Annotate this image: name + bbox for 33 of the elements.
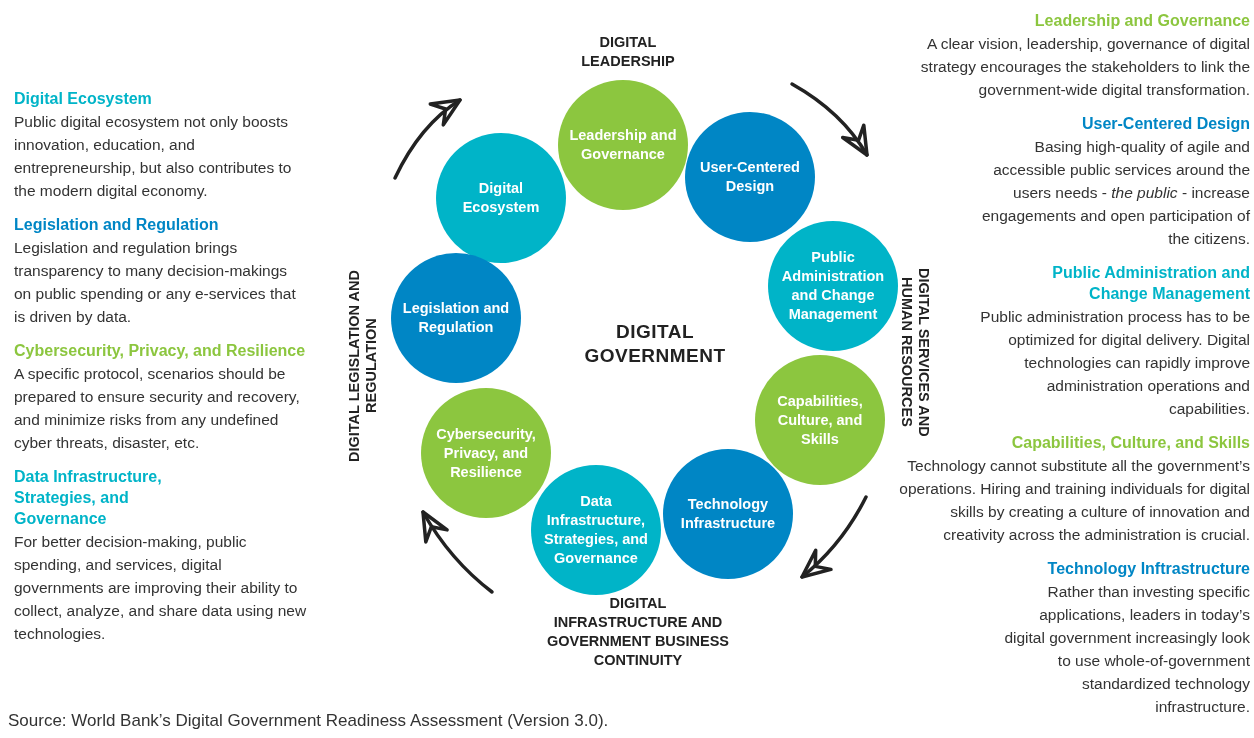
topic-label: Capabilities, Culture, and Skills: [776, 391, 864, 449]
description-text: Technology cannot substitute all the government’s operations. Hiring and training individuals for digital skills by creating a culture of innovation and creativity across the administration is crucial.: [898, 456, 1250, 545]
topic-label: Legislation and Regulation: [401, 299, 511, 337]
description-text: Basing high-quality of agile and accessible public services around the users needs - the public - increase engagements and open participation of the citizens.: [981, 137, 1250, 249]
section-heading: Cybersecurity, Privacy, and Resilience: [14, 341, 306, 361]
description-text: Public administration process has to be optimized for digital delivery. Digital technologies can rapidly improve administration operations and capabilities.: [979, 307, 1250, 419]
topic-label: Leadership and Governance: [568, 126, 678, 164]
description-text: A clear vision, leadership, governance of digital strategy encourages the stakeholders to link the government-wide digital transformation.: [919, 34, 1250, 100]
domain-label: DIGITAL SERVICES AND HUMAN RESOURCES: [898, 266, 932, 439]
topic-label: Data Infrastructure, Strategies, and Governance: [543, 492, 649, 568]
description-text: Public digital ecosystem not only boosts innovation, education, and entrepreneurship, but also contributes to the modern digital economy.: [14, 112, 293, 201]
description-text: For better decision-making, public spending, and services, digital governments are improving their ability to collect, analyze, and share data using new technologies.: [14, 532, 308, 644]
section-heading: Public Administration and Change Management: [1051, 263, 1250, 304]
domain-label: DIGITAL LEGISLATION AND REGULATION: [346, 270, 380, 462]
topic-label: Cybersecurity, Privacy, and Resilience: [435, 424, 537, 482]
domain-label: DIGITAL LEADERSHIP: [580, 33, 676, 71]
description-text: A specific protocol, scenarios should be prepared to ensure security and recovery, and minimize risks from any undefined cyber threats, disaster, etc.: [14, 364, 301, 453]
topic-label: Technology Infrastructure: [679, 495, 777, 533]
section-heading: Capabilities, Culture, and Skills: [1011, 433, 1250, 453]
topic-label: Public Administration and Change Management: [780, 248, 886, 324]
center-label: DIGITAL GOVERNMENT: [583, 320, 727, 368]
topic-label: Digital Ecosystem: [461, 179, 541, 217]
section-heading: Data Infrastructure, Strategies, and Governance: [14, 467, 163, 529]
topic-label: User-Centered Design: [699, 158, 801, 196]
section-heading: Leadership and Governance: [1034, 11, 1250, 31]
description-text: Legislation and regulation brings transparency to many decision-makings on public spending or any e-services that is driven by data.: [14, 238, 297, 327]
description-text: Rather than investing specific applications, leaders in today’s digital government increasingly look to use whole-of-government standardized technology infrastructure.: [1003, 582, 1250, 717]
section-heading: Legislation and Regulation: [14, 215, 219, 235]
section-heading: Digital Ecosystem: [14, 89, 152, 109]
domain-label: DIGITAL INFRASTRUCTURE AND GOVERNMENT BUSINESS CONTINUITY: [545, 594, 731, 670]
section-heading: Technology Inftrastructure: [1047, 559, 1250, 579]
section-heading: User-Centered Design: [1081, 114, 1250, 134]
source-note: Source: World Bank’s Digital Government Readiness Assessment (Version 3.0).: [8, 711, 609, 731]
